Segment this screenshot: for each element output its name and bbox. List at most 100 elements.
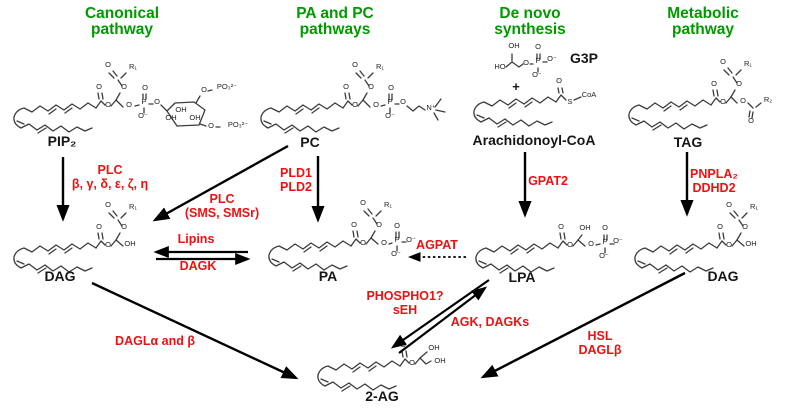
atom-label: O bbox=[736, 79, 742, 88]
label-pc: PC bbox=[300, 134, 320, 150]
atom-label: O bbox=[105, 240, 111, 249]
enzyme-agpat: AGPAT bbox=[416, 238, 458, 252]
enzyme-dagl-alpha-beta: DAGLα and β bbox=[115, 334, 195, 348]
atom-label: O bbox=[154, 97, 160, 106]
arrow-hsl bbox=[480, 271, 686, 379]
atom-label: OH bbox=[508, 41, 519, 50]
arrow-plc-sms bbox=[152, 144, 289, 222]
atom-label: PO₃²⁻ bbox=[228, 120, 248, 129]
atom-label: OH bbox=[745, 239, 756, 248]
arrow-agk-dagks bbox=[398, 286, 488, 354]
atom-label: O bbox=[368, 82, 374, 91]
atom-label: O bbox=[96, 222, 102, 231]
atom-label: O bbox=[400, 97, 406, 106]
atom-label: O bbox=[376, 220, 382, 229]
header-pa-pc-pathways: PA and PC pathways bbox=[296, 5, 374, 39]
atom-label: R₁ bbox=[376, 62, 384, 71]
atom-label: O bbox=[208, 121, 214, 130]
atom-label: O bbox=[105, 200, 111, 209]
atom-label: P bbox=[141, 97, 146, 106]
atom-label: OH bbox=[428, 343, 439, 352]
label-pip2: PIP₂ bbox=[47, 133, 77, 149]
enzyme-agk-dagks: AGK, DAGKs bbox=[450, 315, 530, 329]
atom-label: OH bbox=[175, 105, 186, 114]
atom-label: O bbox=[523, 58, 529, 67]
atom-label: O bbox=[201, 85, 207, 94]
atom-label: O⁻ bbox=[406, 235, 416, 244]
atom-label: P bbox=[387, 97, 392, 106]
atom-label: O⁻ bbox=[599, 251, 609, 260]
label-pa: PA bbox=[318, 268, 338, 284]
atom-label: O bbox=[720, 97, 726, 106]
atom-label: OH bbox=[434, 356, 445, 365]
atom-label: O⁻ bbox=[532, 70, 542, 79]
atom-label: O bbox=[121, 222, 127, 231]
atom-label: R₁ bbox=[384, 200, 392, 209]
atom-label: O⁻ bbox=[613, 236, 623, 245]
label-plus-sign: + bbox=[512, 79, 520, 94]
atom-label: O bbox=[351, 220, 357, 229]
label-tag: TAG bbox=[673, 134, 703, 150]
atom-label: O bbox=[726, 240, 732, 249]
enzyme-plc-canonical: PLC β, γ, δ, ε, ζ, η bbox=[71, 163, 149, 191]
atom-label: O bbox=[142, 83, 148, 92]
label-dag-left: DAG bbox=[44, 268, 76, 284]
atom-label: O bbox=[558, 222, 564, 231]
atom-label: O bbox=[720, 57, 726, 66]
atom-label: O⁻ bbox=[391, 249, 401, 258]
atom-label: O bbox=[126, 100, 132, 109]
atom-label: O bbox=[602, 223, 608, 232]
atom-label: O bbox=[394, 221, 400, 230]
atom-label: O bbox=[360, 238, 366, 247]
atom-label: HO bbox=[494, 62, 505, 71]
atom-label: R₁ bbox=[129, 62, 137, 71]
atom-label: O bbox=[409, 358, 415, 367]
label-lpa: LPA bbox=[508, 269, 536, 285]
atom-label: R₂ bbox=[764, 95, 772, 104]
atom-label: O bbox=[96, 82, 102, 91]
atom-label: O bbox=[105, 60, 111, 69]
atom-label: P bbox=[535, 56, 540, 65]
label-2-ag: 2-AG bbox=[365, 388, 399, 404]
atom-label: PO₃²⁻ bbox=[217, 82, 237, 91]
label-dag-right: DAG bbox=[707, 268, 739, 284]
atom-label: OH bbox=[165, 113, 176, 122]
atom-label: OH bbox=[124, 239, 135, 248]
atom-label: O bbox=[726, 200, 732, 209]
atom-label: S bbox=[567, 97, 572, 106]
atom-label: O bbox=[373, 100, 379, 109]
atom-label: P bbox=[394, 235, 399, 244]
atom-label: R₁ bbox=[129, 202, 137, 211]
atom-label: O bbox=[352, 60, 358, 69]
atom-label: O bbox=[388, 83, 394, 92]
atom-label: O bbox=[343, 82, 349, 91]
label-arachidonoyl-coa: Arachidonoyl-CoA bbox=[472, 132, 596, 148]
atom-label: CoA bbox=[582, 90, 597, 99]
atom-label: O bbox=[105, 100, 111, 109]
arrow-dagl-left bbox=[91, 281, 299, 380]
atom-label: O bbox=[711, 79, 717, 88]
atom-label: O bbox=[717, 222, 723, 231]
header-metabolic-pathway: Metabolic pathway bbox=[667, 5, 739, 39]
atom-label: O bbox=[588, 239, 594, 248]
enzyme-lipins: Lipins bbox=[177, 232, 215, 246]
atom-label: O bbox=[121, 82, 127, 91]
atom-label: O⁻ bbox=[547, 54, 557, 63]
header-de-novo-synthesis: De novo synthesis bbox=[494, 5, 566, 39]
atom-label: P bbox=[602, 237, 607, 246]
atom-label: OH bbox=[579, 223, 590, 232]
enzyme-pld1-pld2: PLD1 PLD2 bbox=[280, 166, 312, 194]
enzyme-pnpla2-ddhd2: PNPLA₂ DDHD2 bbox=[690, 167, 738, 195]
enzyme-gpat2: GPAT2 bbox=[528, 174, 568, 188]
atom-label: O bbox=[535, 42, 541, 51]
atom-label: R₁ bbox=[750, 202, 758, 211]
